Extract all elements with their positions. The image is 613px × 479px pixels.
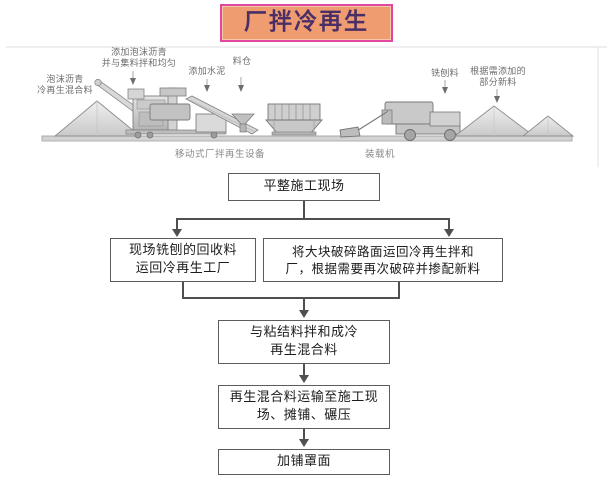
title-container: 厂拌冷再生 [0,4,613,42]
illus-label-line1: 料仓 [232,57,252,67]
arrowhead-to-mix-binder [299,310,309,318]
connector-vertical-3 [303,429,305,440]
connector-vertical-2 [303,364,305,376]
illus-label-line1: 根据需添加的 [470,67,526,77]
flow-node-label: 将大块破碎路面运回冷再生拌和 厂，根据需要再次破碎并掺配新料 [279,243,486,277]
illus-label-line1: 铣刨料 [431,69,459,79]
illus-label-silo: 料仓 [226,57,258,68]
arrowhead-to-overlay [299,439,309,447]
flow-node-mix-binder[interactable]: 与粘结料拌和成冷 再生混合料 [218,320,390,364]
flow-node-milled-to-plant[interactable]: 现场铣刨的回收料 运回冷再生工厂 [110,238,256,282]
flow-node-line1: 将大块破碎路面运回冷再生拌和 [291,244,474,259]
illus-caption-mobile-plant: 移动式厂拌再生设备 [174,149,265,160]
illus-label-added-new-material: 根据需添加的 部分新料 [466,67,530,89]
connector-merge-center [303,297,305,311]
flow-node-label: 再生混合料运输至施工现 场、摊铺、碾压 [224,389,385,425]
illus-label-line2: 部分新料 [479,78,517,88]
connector-merge-left-stem [182,282,184,298]
illus-label-line2: 并与集料拌和均匀 [101,59,177,69]
arrowhead-branch-left [172,229,182,237]
illus-label-milled-material: 铣刨料 [422,69,468,80]
arrowhead-branch-right [444,229,454,237]
flow-node-line1: 再生混合料运输至施工现 [229,390,379,405]
flow-node-label: 加铺罩面 [276,454,331,469]
flow-node-line2: 运回冷再生工厂 [135,261,231,276]
illus-label-line1: 泡沫沥青 [46,75,84,85]
flow-node-label: 现场铣刨的回收料 运回冷再生工厂 [123,242,243,278]
illus-label-add-foam-asphalt: 添加泡沫沥青 并与集料拌和均匀 [84,48,194,70]
title-box: 厂拌冷再生 [220,4,393,42]
flow-node-line1: 与粘结料拌和成冷 [249,325,358,340]
illus-caption-loader: 装载机 [364,149,395,160]
flowchart: 平整施工现场 现场铣刨的回收料 运回冷再生工厂 将大块破碎路面运回冷再生拌和 厂… [0,168,613,479]
illus-label-foam-asphalt-cold-mix: 泡沫沥青 冷再生混合料 [22,75,108,97]
process-illustration: 泡沫沥青 冷再生混合料 添加泡沫沥青 并与集料拌和均匀 添加水泥 料仓 铣刨料 … [0,44,613,170]
flow-node-line2: 厂，根据需要再次破碎并掺配新料 [285,261,481,276]
arrowhead-to-transport-pave [299,375,309,383]
connector-branch-left [176,218,178,230]
flow-node-line2: 再生混合料 [270,343,338,358]
illus-label-line1: 添加水泥 [188,67,226,77]
flow-node-level-site[interactable]: 平整施工现场 [228,173,380,201]
illus-label-add-cement: 添加水泥 [177,67,237,78]
connector-vertical-1 [303,201,305,219]
illus-label-line2: 冷再生混合料 [37,86,93,96]
illus-label-line1: 添加泡沫沥青 [111,48,167,58]
connector-merge-right-stem [398,282,400,298]
connector-branch-right [448,218,450,230]
illustration-drawing [6,46,607,167]
flow-node-crush-slabs[interactable]: 将大块破碎路面运回冷再生拌和 厂，根据需要再次破碎并掺配新料 [263,238,503,282]
flow-node-transport-pave[interactable]: 再生混合料运输至施工现 场、摊铺、碾压 [218,385,390,429]
flow-node-label: 平整施工现场 [263,179,345,194]
connector-horizontal-split [176,218,450,220]
flow-node-label: 与粘结料拌和成冷 再生混合料 [244,324,364,360]
page-title: 厂拌冷再生 [244,9,369,35]
connector-merge-horizontal [182,297,400,299]
flow-node-overlay[interactable]: 加铺罩面 [218,449,390,475]
flow-node-line2: 场、摊铺、碾压 [256,408,352,423]
flow-node-line1: 现场铣刨的回收料 [128,243,237,258]
